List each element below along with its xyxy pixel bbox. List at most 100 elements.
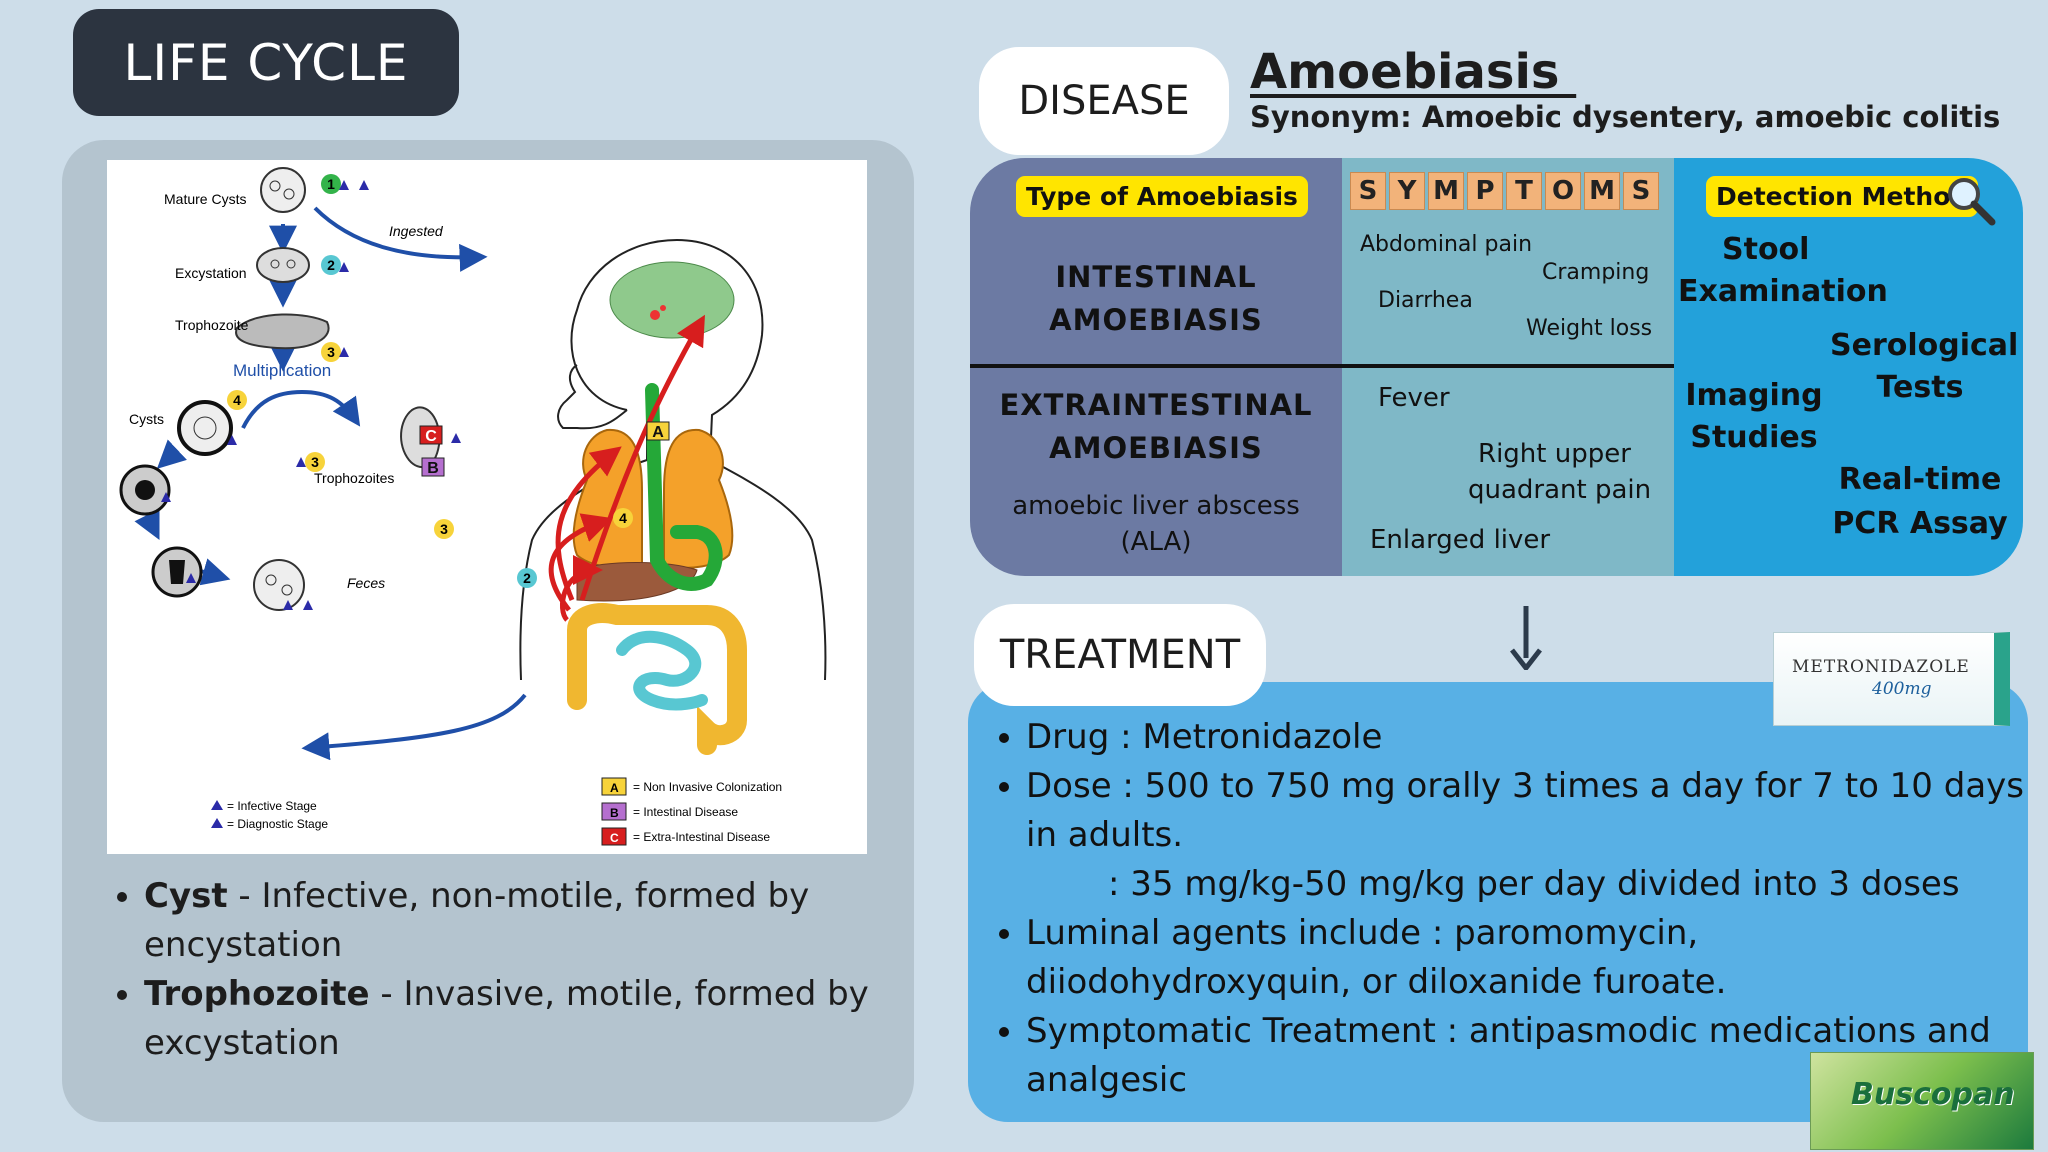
treatment-drug: Drug : Metronidazole — [1026, 713, 2026, 762]
cyst-stage-image-2 — [119, 464, 171, 516]
treatment-dose-child: : 35 mg/kg-50 mg/kg per day divided into… — [1108, 864, 1960, 904]
letter-a: A — [652, 424, 664, 441]
detection-column: Detection Method Stool Examination Serol… — [1674, 158, 2023, 576]
brain-shape — [609, 261, 735, 339]
feces-arrow — [301, 693, 527, 761]
detection-studies: Studies — [1690, 420, 1818, 455]
stage-number-2: 2 — [327, 257, 335, 273]
symptom-right-upper: Right upper — [1478, 439, 1631, 469]
label-cysts: Cysts — [129, 411, 164, 427]
esophagus-stomach-shape — [645, 383, 723, 591]
cyst-stage-image-3 — [151, 546, 203, 598]
symptom-cramping: Cramping — [1542, 260, 1650, 285]
ingested-arrow — [313, 206, 488, 272]
bullet-cyst-term: Cyst — [144, 876, 228, 916]
detection-stool: Stool — [1722, 232, 1810, 267]
small-intestine-shape — [616, 630, 708, 711]
symptom-weight-loss: Weight loss — [1526, 316, 1653, 341]
row-divider — [1342, 364, 1674, 368]
metronidazole-box-name: METRONIDAZOLE — [1792, 657, 1970, 677]
bullet-trophozoite: Trophozoite - Invasive, motile, formed b… — [144, 970, 904, 1068]
stage-number-1: 1 — [327, 176, 335, 192]
detection-real-time: Real-time — [1838, 462, 2002, 497]
magnifier-icon — [1948, 178, 1996, 226]
row-divider — [970, 364, 1342, 368]
label-trophozoite: Trophozoite — [175, 317, 249, 333]
detection-imaging: Imaging — [1685, 378, 1823, 413]
label-trophozoites: Trophozoites — [314, 470, 394, 486]
excystation-image — [256, 247, 310, 283]
left-lung-shape — [572, 428, 643, 569]
legend-key-b: B — [610, 806, 619, 820]
label-multiplication: Multiplication — [233, 361, 331, 380]
dissemination-arrows — [548, 314, 705, 622]
treatment-luminal: Luminal agents include : paromomycin, di… — [1026, 909, 2026, 1007]
life-cycle-title: LIFE CYCLE — [73, 9, 459, 116]
down-arrow-icon — [1510, 606, 1542, 670]
treatment-symptomatic: Symptomatic Treatment : antipasmodic med… — [1026, 1007, 2026, 1105]
stage-number-2-b: 2 — [523, 570, 531, 586]
stage-number-4: 4 — [233, 392, 241, 408]
symptom-tile: T — [1506, 172, 1542, 210]
symptom-tile: S — [1623, 172, 1659, 210]
detection-serological: Serological — [1830, 328, 2019, 363]
label-mature-cysts: Mature Cysts — [164, 191, 246, 207]
legend-non-invasive: = Non Invasive Colonization — [633, 780, 782, 794]
legend-intestinal-disease: = Intestinal Disease — [633, 805, 738, 819]
intestinal-line2: AMOEBIASIS — [1049, 303, 1263, 337]
symptom-tile: Y — [1389, 172, 1425, 210]
bullet-cyst: Cyst - Infective, non-motile, formed by … — [144, 872, 904, 970]
symptom-diarrhea: Diarrhea — [1378, 288, 1473, 313]
legend-diagnostic-stage: = Diagnostic Stage — [227, 817, 328, 831]
bullet-trophozoite-term: Trophozoite — [144, 974, 370, 1014]
symptoms-tiles: S Y M P T O M S — [1350, 172, 1659, 210]
treatment-label: TREATMENT — [974, 604, 1266, 706]
buscopan-box-image: Buscopan — [1810, 1052, 2034, 1150]
cyst-image — [177, 400, 233, 456]
life-cycle-diagram: Mature Cysts Ingested Excystation Tropho… — [107, 160, 867, 854]
stage-number-3: 3 — [327, 344, 335, 360]
bullet-cyst-text: - Infective, non-motile, formed by encys… — [144, 876, 810, 965]
metronidazole-box-image: METRONIDAZOLE 400mg — [1773, 632, 2010, 726]
type-header: Type of Amoebiasis — [1016, 176, 1308, 217]
label-excystation: Excystation — [175, 265, 247, 281]
bullet-trophozoite-text: - Invasive, motile, formed by excystatio… — [144, 974, 869, 1063]
symptom-fever: Fever — [1378, 383, 1450, 413]
letter-b: B — [427, 460, 439, 477]
stage-number-4-b: 4 — [619, 510, 627, 526]
extraintestinal-line2: AMOEBIASIS — [1049, 431, 1263, 465]
disease-label: DISEASE — [979, 47, 1229, 155]
detection-pcr-assay: PCR Assay — [1832, 506, 2008, 541]
disease-name: Amoebiasis — [1250, 44, 1577, 100]
trophozoite-image — [235, 313, 330, 350]
legend-key-a: A — [610, 781, 619, 795]
letter-c: C — [425, 428, 437, 445]
intestinal-line1: INTESTINAL — [1055, 260, 1257, 294]
large-intestine-shape — [567, 603, 747, 755]
detection-tests: Tests — [1876, 370, 1964, 405]
extraintestinal-sub2: (ALA) — [1120, 527, 1192, 557]
stage-number-3-b: 3 — [311, 454, 319, 470]
label-ingested: Ingested — [389, 223, 444, 239]
extraintestinal-line1: EXTRAINTESTINAL — [999, 388, 1313, 422]
disease-table: Type of Amoebiasis INTESTINAL AMOEBIASIS… — [970, 158, 2023, 576]
legend-key-c: C — [610, 831, 619, 845]
symptoms-column: S Y M P T O M S Abdominal pain Cramping … — [1342, 158, 1674, 576]
symptom-abdominal-pain: Abdominal pain — [1360, 232, 1533, 257]
metronidazole-box-dose: 400mg — [1872, 679, 1932, 699]
treatment-list: Drug : Metronidazole Dose : 500 to 750 m… — [998, 713, 2026, 1105]
mature-cyst-image — [260, 167, 306, 213]
life-cycle-svg: Mature Cysts Ingested Excystation Tropho… — [119, 167, 827, 846]
symptom-tile: O — [1545, 172, 1581, 210]
symptom-tile: P — [1467, 172, 1503, 210]
treatment-panel — [968, 682, 2028, 1122]
symptom-quadrant-pain: quadrant pain — [1468, 475, 1652, 505]
right-lung-shape — [663, 428, 734, 569]
feces-cyst-image — [253, 559, 305, 611]
treatment-dose: Dose : 500 to 750 mg orally 3 times a da… — [1026, 762, 2026, 909]
label-feces: Feces — [347, 575, 385, 591]
detection-examination: Examination — [1678, 274, 1888, 309]
stage-number-3-c: 3 — [440, 521, 448, 537]
symptom-tile: M — [1428, 172, 1464, 210]
symptom-tile: M — [1584, 172, 1620, 210]
